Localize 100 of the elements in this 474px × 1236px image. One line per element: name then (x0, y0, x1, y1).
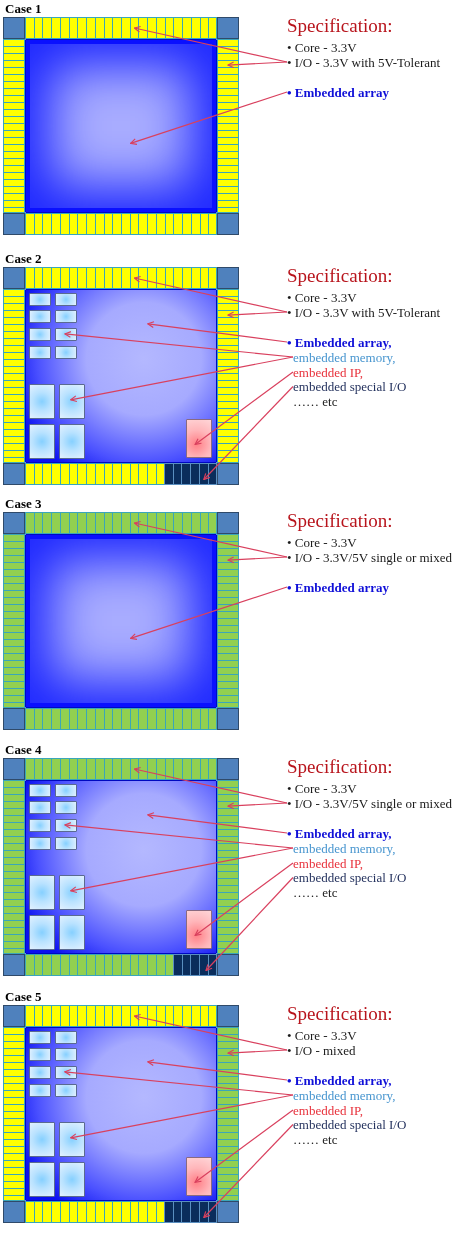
memory-block (29, 915, 55, 950)
memory-block (29, 346, 51, 359)
io-spec-text: • I/O - mixed (287, 1042, 356, 1058)
leader-line (133, 275, 288, 313)
leader-line (70, 1094, 294, 1141)
leader-line (227, 311, 288, 319)
memory-block (55, 310, 77, 323)
memory-block (55, 837, 77, 850)
core-array (25, 39, 217, 213)
case-heading: Case 1 (5, 1, 42, 16)
spec-heading: Specification: (287, 756, 393, 778)
leader-line (133, 520, 288, 558)
io-spec-text: • I/O - 3.3V/5V single or mixed (287, 795, 452, 811)
io-pad-column (217, 780, 239, 954)
core-spec-text: • Core - 3.3V (287, 39, 357, 55)
memory-block (29, 310, 51, 323)
special-io-text: embedded special I/O (293, 870, 407, 885)
memory-block (59, 1162, 85, 1197)
ip-text: embedded IP, (293, 364, 364, 380)
case-heading: Case 4 (5, 742, 42, 757)
special-io-block (173, 954, 217, 976)
io-pad-column (217, 534, 239, 708)
memory-block (29, 837, 51, 850)
case-heading: Case 5 (5, 989, 42, 1004)
leader-line (147, 321, 288, 343)
leader-line (133, 1013, 288, 1051)
io-pad-row (25, 758, 217, 780)
leader-line (64, 1068, 294, 1096)
io-pad-column (3, 534, 25, 708)
etc-text: …… etc (293, 1132, 338, 1147)
memory-block (29, 1084, 51, 1097)
leader-line (227, 556, 288, 564)
ip-block (186, 419, 212, 458)
io-pad-row (25, 17, 217, 39)
special-io-text: embedded special I/O (293, 1117, 407, 1132)
etc-text: …… etc (293, 394, 338, 409)
leader-line (130, 586, 288, 640)
leader-line (133, 766, 288, 804)
leader-line (227, 802, 288, 810)
core-array (25, 534, 217, 708)
leader-line (194, 1109, 294, 1183)
memory-block (59, 915, 85, 950)
io-spec-text: • I/O - 3.3V with 5V-Tolerant (287, 54, 441, 70)
spec-heading: Specification: (287, 1003, 393, 1025)
embedded-array-text: • Embedded array, (287, 1072, 392, 1088)
io-pad-row (25, 1005, 217, 1027)
memory-block (29, 1048, 51, 1061)
core-spec-text: • Core - 3.3V (287, 780, 357, 796)
io-pad-row (25, 267, 217, 289)
memory-block (29, 1066, 51, 1079)
core-spec-text: • Core - 3.3V (287, 534, 357, 550)
io-pad-column (3, 1027, 25, 1201)
io-pad-column (217, 289, 239, 463)
memory-text: embedded memory, (293, 1087, 396, 1103)
io-pad-row (25, 463, 217, 485)
memory-block (29, 1162, 55, 1197)
spec-heading: Specification: (287, 265, 393, 287)
leader-line (227, 1049, 288, 1057)
io-pad-column (3, 39, 25, 213)
spec-heading: Specification: (287, 15, 393, 37)
memory-block (55, 1084, 77, 1097)
embedded-array-text: • Embedded array, (287, 825, 392, 841)
ip-text: embedded IP, (293, 855, 364, 871)
leader-line (194, 371, 294, 445)
ip-block (186, 910, 212, 949)
io-pad-row (25, 213, 217, 235)
io-pad-row (25, 1201, 217, 1223)
case-heading: Case 2 (5, 251, 42, 266)
memory-block (55, 346, 77, 359)
io-spec-text: • I/O - 3.3V with 5V-Tolerant (287, 304, 441, 320)
memory-block (29, 424, 55, 459)
ip-block (186, 1157, 212, 1196)
memory-block (59, 875, 85, 910)
core-array (25, 289, 217, 463)
memory-block (29, 1031, 51, 1044)
embedded-array-text: • Embedded array, (287, 334, 392, 350)
case-heading: Case 3 (5, 496, 42, 511)
leader-line (130, 91, 288, 145)
ip-text: embedded IP, (293, 1102, 364, 1118)
special-io-text: embedded special I/O (293, 379, 407, 394)
leader-line (203, 385, 294, 481)
io-pad-column (217, 39, 239, 213)
memory-block (59, 384, 85, 419)
io-pad-row (25, 512, 217, 534)
memory-block (29, 328, 51, 341)
leader-line (147, 812, 288, 834)
core-spec-text: • Core - 3.3V (287, 1027, 357, 1043)
memory-text: embedded memory, (293, 349, 396, 365)
special-io-block (164, 463, 217, 485)
etc-text: …… etc (293, 885, 338, 900)
embedded-array-text: • Embedded array (287, 579, 390, 595)
memory-text: embedded memory, (293, 840, 396, 856)
leader-line (70, 847, 294, 894)
leader-line (227, 61, 288, 69)
leader-line (70, 356, 294, 403)
io-pad-row (25, 708, 217, 730)
memory-block (55, 784, 77, 797)
core-array (25, 1027, 217, 1201)
io-spec-text: • I/O - 3.3V/5V single or mixed (287, 549, 452, 565)
memory-block (29, 293, 51, 306)
